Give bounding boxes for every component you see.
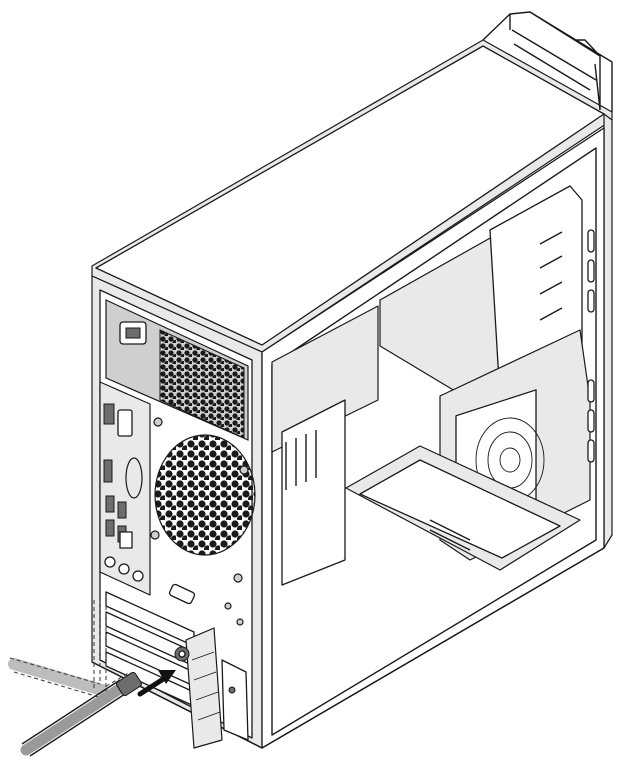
front-vent-slots [587, 229, 595, 463]
antenna-assembly [8, 600, 190, 757]
power-supply-unit [271, 305, 379, 453]
antenna-ghost-icon [8, 658, 108, 696]
rear-vent-grille-icon [159, 329, 245, 439]
ethernet-port [119, 531, 133, 549]
front-panel [603, 113, 613, 549]
card-bracket [185, 627, 223, 749]
front-bezel [482, 11, 613, 112]
fan-grille-icon [154, 434, 256, 556]
io-panel [99, 381, 151, 596]
screw-icons [150, 417, 249, 583]
rear-io [99, 299, 256, 749]
antenna-icon [20, 680, 130, 756]
rotation-path [99, 600, 131, 691]
internal-components [271, 185, 595, 586]
